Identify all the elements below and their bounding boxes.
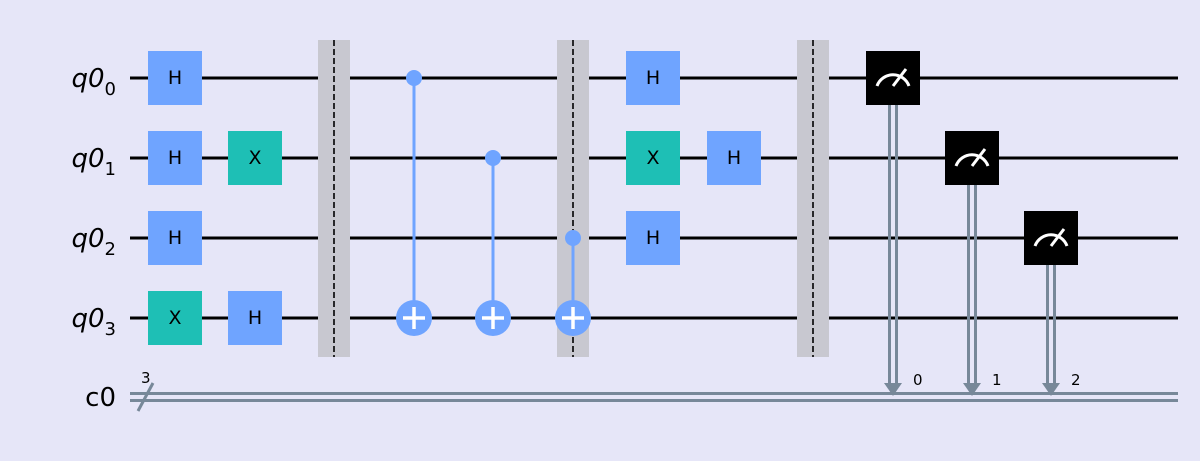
qubit-index: 2 — [105, 239, 116, 260]
measure-arrowhead — [884, 383, 902, 396]
gate-layer: H H H X X H H X H H 0 1 2 — [148, 51, 1081, 396]
cnot-control-dot — [485, 150, 501, 166]
measure-box — [866, 51, 920, 105]
gate-label: H — [168, 67, 182, 89]
gate-box — [148, 131, 202, 185]
measure-gate-2: 2 — [1024, 211, 1081, 396]
classical-bundle-slash — [136, 382, 155, 412]
gate-label: H — [168, 147, 182, 169]
gate-label: X — [646, 147, 659, 169]
gate-box — [228, 291, 282, 345]
gate-box — [148, 291, 202, 345]
qubit-label-1: q01 — [72, 144, 117, 180]
clbit-index-label: 1 — [992, 371, 1002, 389]
h-gate-5: H — [228, 291, 282, 345]
gate-box — [707, 131, 761, 185]
gate-label: H — [248, 307, 262, 329]
clbit-index-label: 2 — [1071, 371, 1081, 389]
gate-box — [626, 131, 680, 185]
cnot-control-dot — [406, 70, 422, 86]
gate-box — [626, 51, 680, 105]
qubit-label-3: q03 — [72, 304, 117, 340]
qubit-name: q0 — [72, 224, 105, 254]
x-gate-3: X — [148, 291, 202, 345]
cnot-gate-2 — [555, 230, 591, 336]
measure-box — [945, 131, 999, 185]
gate-box — [228, 131, 282, 185]
h-gate-1: H — [148, 131, 202, 185]
meter-icon — [1033, 233, 1069, 247]
measure-gate-1: 1 — [945, 131, 1002, 396]
measure-box — [1024, 211, 1078, 265]
gate-label: X — [168, 307, 181, 329]
h-gate-0: H — [148, 51, 202, 105]
meter-needle-icon — [970, 148, 987, 167]
qubit-index: 0 — [105, 79, 116, 100]
classical-register-width: 3 — [141, 369, 151, 387]
h-gate-8: H — [626, 211, 680, 265]
gate-label: X — [248, 147, 261, 169]
gate-box — [148, 51, 202, 105]
gate-label: H — [646, 67, 660, 89]
meter-icon — [954, 153, 990, 167]
qubit-label-0: q00 — [72, 64, 117, 100]
measure-arrowhead — [1042, 383, 1060, 396]
h-gate-6: H — [626, 51, 680, 105]
gate-label: H — [727, 147, 741, 169]
cnot-control-dot — [565, 230, 581, 246]
qubit-name: q0 — [72, 304, 105, 334]
gate-label: H — [168, 227, 182, 249]
clbit-index-label: 0 — [913, 371, 923, 389]
cnot-gate-0 — [396, 70, 432, 336]
meter-needle-icon — [891, 68, 908, 87]
gate-box — [148, 211, 202, 265]
measure-arrowhead — [963, 383, 981, 396]
measure-gate-0: 0 — [866, 51, 923, 396]
qubit-name: q0 — [72, 64, 105, 94]
x-gate-7: X — [626, 131, 680, 185]
x-gate-4: X — [228, 131, 282, 185]
qubit-label-2: q02 — [72, 224, 117, 260]
gate-box — [626, 211, 680, 265]
cnot-gate-1 — [475, 150, 511, 336]
meter-icon — [875, 73, 911, 87]
h-gate-2: H — [148, 211, 202, 265]
classical-register-label: c0 — [85, 383, 116, 413]
qubit-index: 3 — [105, 319, 116, 340]
meter-needle-icon — [1049, 228, 1066, 247]
h-gate-9: H — [707, 131, 761, 185]
qubit-index: 1 — [105, 159, 116, 180]
gate-label: H — [646, 227, 660, 249]
qubit-name: q0 — [72, 144, 105, 174]
